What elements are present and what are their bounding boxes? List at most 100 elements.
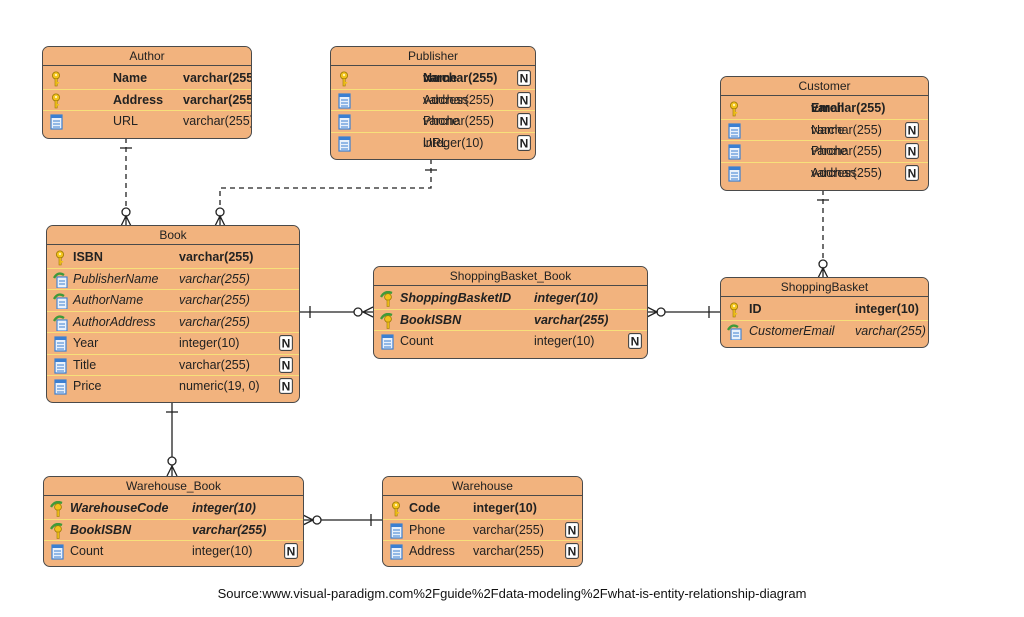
column-name: URL	[423, 135, 449, 150]
column-icon	[338, 114, 351, 130]
entity-title: Warehouse_Book	[44, 477, 303, 496]
entity-title: Warehouse	[383, 477, 582, 496]
column-name: Name	[423, 71, 458, 85]
svg-text:N: N	[568, 523, 577, 537]
column-icon	[51, 544, 64, 560]
column-name: ID	[749, 302, 762, 316]
entity-title: Author	[43, 47, 251, 66]
column-row[interactable]: Count integer(10) N	[374, 331, 647, 353]
column-name: AuthorAddress	[73, 314, 156, 329]
entity-warehouse-book[interactable]: Warehouse_Book WarehouseCode integer(10) B…	[43, 476, 304, 567]
column-type: integer(10)	[192, 544, 253, 558]
column-type: varchar(255)	[192, 522, 267, 537]
column-icon	[381, 334, 394, 350]
column-icon	[390, 522, 403, 539]
column-row[interactable]: AuthorAddress varchar(255)	[47, 312, 299, 333]
primary-key-icon	[392, 501, 400, 517]
column-type: varchar(255)	[179, 250, 254, 264]
rel-book-basketbook-crow-foot	[361, 306, 374, 318]
svg-text:N: N	[631, 334, 640, 348]
column-name: PublisherName	[73, 271, 159, 286]
foreign-key-icon	[53, 314, 68, 331]
column-type: varchar(255)	[473, 522, 544, 537]
column-type: varchar(255)	[811, 101, 886, 115]
column-icon	[50, 114, 63, 130]
foreign-key-icon	[53, 293, 68, 309]
column-type: varchar(255)	[423, 114, 494, 128]
column-type: varchar(255)	[473, 544, 544, 558]
column-type: varchar(255)	[811, 122, 882, 137]
rel-book-warehousebook-zero-mark	[167, 456, 177, 466]
column-icon	[338, 92, 351, 109]
column-name: Name	[811, 122, 845, 137]
column-type: integer(10)	[534, 334, 595, 348]
source-caption: Source:www.visual-paradigm.com%2Fguide%2…	[217, 586, 807, 601]
column-name: WarehouseCode	[70, 501, 169, 515]
column-icon	[54, 357, 67, 374]
column-type: integer(10)	[179, 336, 240, 350]
nullable-icon: N	[565, 521, 579, 538]
column-type: integer(10)	[534, 291, 598, 305]
column-type: varchar(255)	[423, 71, 498, 85]
column-type: varchar(255)	[179, 314, 250, 329]
primary-key-icon	[56, 250, 64, 266]
svg-text:N: N	[282, 336, 291, 350]
column-row[interactable]: WarehouseCode integer(10)	[44, 498, 303, 520]
svg-text:N: N	[520, 71, 529, 85]
rel-book-warehousebook-crow-foot	[166, 464, 178, 477]
column-name: Address	[811, 165, 857, 180]
column-name: AuthorName	[73, 293, 144, 307]
rel-publisher-book-crow-foot	[214, 214, 226, 227]
nullable-icon: N	[517, 91, 531, 108]
primary-key-icon	[730, 302, 738, 318]
column-name: Phone	[423, 114, 460, 128]
rel-basket-basketbook-crow-foot	[646, 306, 659, 318]
svg-text:N: N	[282, 358, 291, 372]
column-type: integer(10)	[192, 501, 256, 515]
column-name: Count	[400, 334, 434, 348]
primary-key-icon	[52, 93, 60, 108]
foreign-key-icon	[53, 271, 68, 288]
entity-title: ShoppingBasket_Book	[374, 267, 647, 286]
column-icon	[390, 544, 403, 560]
